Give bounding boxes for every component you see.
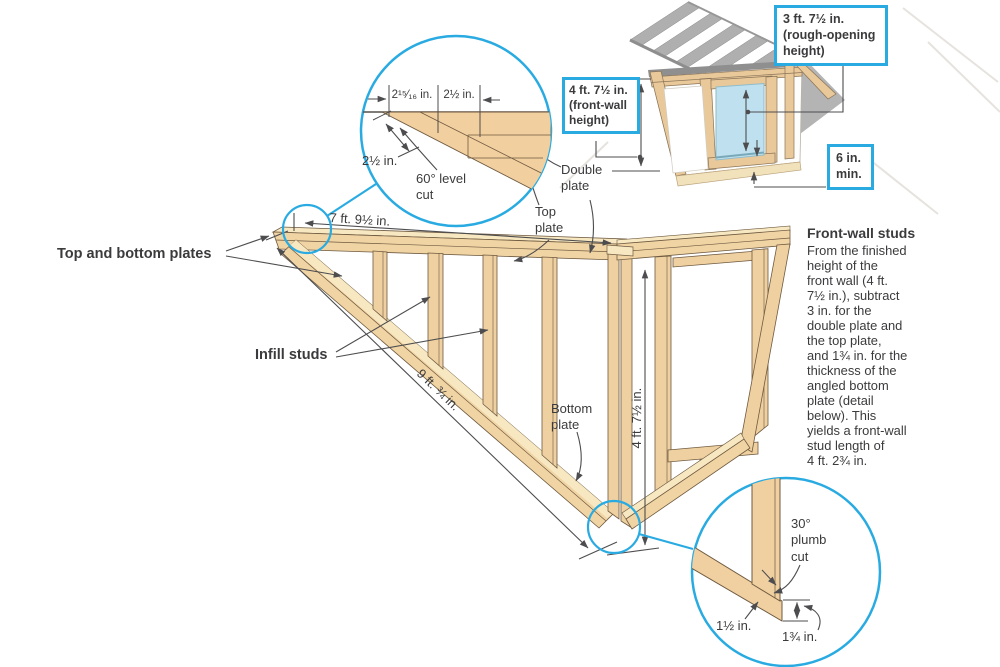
background-roof-lines <box>559 7 1000 215</box>
window-opening <box>715 82 765 161</box>
detail-plate-thickness-dimension: 2½ in. <box>362 153 398 168</box>
front-wall <box>606 225 791 530</box>
infill-studs <box>372 250 558 469</box>
dormer-bottom-edge <box>675 161 802 187</box>
front-wall-height-dimension: 4 ft. 7½ in. <box>628 387 644 449</box>
detail-cut-height-dimension: 1¾ in. <box>782 629 818 644</box>
label-pointers <box>225 124 596 482</box>
leader-dot <box>637 154 643 160</box>
sheathing-panel <box>663 85 709 174</box>
min-clearance-callout: 6 in. min. <box>827 144 874 190</box>
double-plate-label: Double plate <box>561 162 603 194</box>
side-wall-bottom-plate <box>280 239 615 529</box>
leader-dot <box>745 109 751 115</box>
note-title: Front-wall studs <box>807 225 916 241</box>
detail-circle-top <box>359 34 553 228</box>
top-plate-label: Top plate <box>535 204 564 236</box>
bottom-plate-label: Bottom plate <box>551 401 593 433</box>
front-wall-studs-note: Front-wall studs From the finished heigh… <box>807 225 997 469</box>
detail-circle-bottom <box>690 476 882 667</box>
mini-dormer-illustration <box>559 1 1000 215</box>
mini-dimensions <box>595 63 844 188</box>
detail-width-a-dimension: 2¹⁵⁄₁₆ in. <box>391 89 433 101</box>
wall-framing <box>225 124 791 560</box>
plumb-cut-label: 30° plumb cut <box>791 516 827 564</box>
top-bottom-plates-label: Top and bottom plates <box>57 246 212 262</box>
detail-width-b-dimension: 2½ in. <box>443 89 475 101</box>
rough-opening-height-callout: 3 ft. 7½ in. (rough-opening height) <box>774 5 888 67</box>
detail-top-arrows <box>368 95 500 171</box>
note-body: From the finished height of the front wa… <box>807 243 908 468</box>
dormer-roof-edge <box>648 60 804 77</box>
front-wall-height-callout: 4 ft. 7½ in. (front-wall height) <box>562 77 640 135</box>
double-plate-line <box>650 72 803 83</box>
detail-plate-width-dimension: 1½ in. <box>716 618 752 633</box>
detail-bottom-arrows <box>744 564 821 631</box>
detail-highlight-circles <box>281 183 694 555</box>
infill-studs-label: Infill studs <box>255 347 328 363</box>
level-cut-label: 60° level cut <box>416 171 467 203</box>
